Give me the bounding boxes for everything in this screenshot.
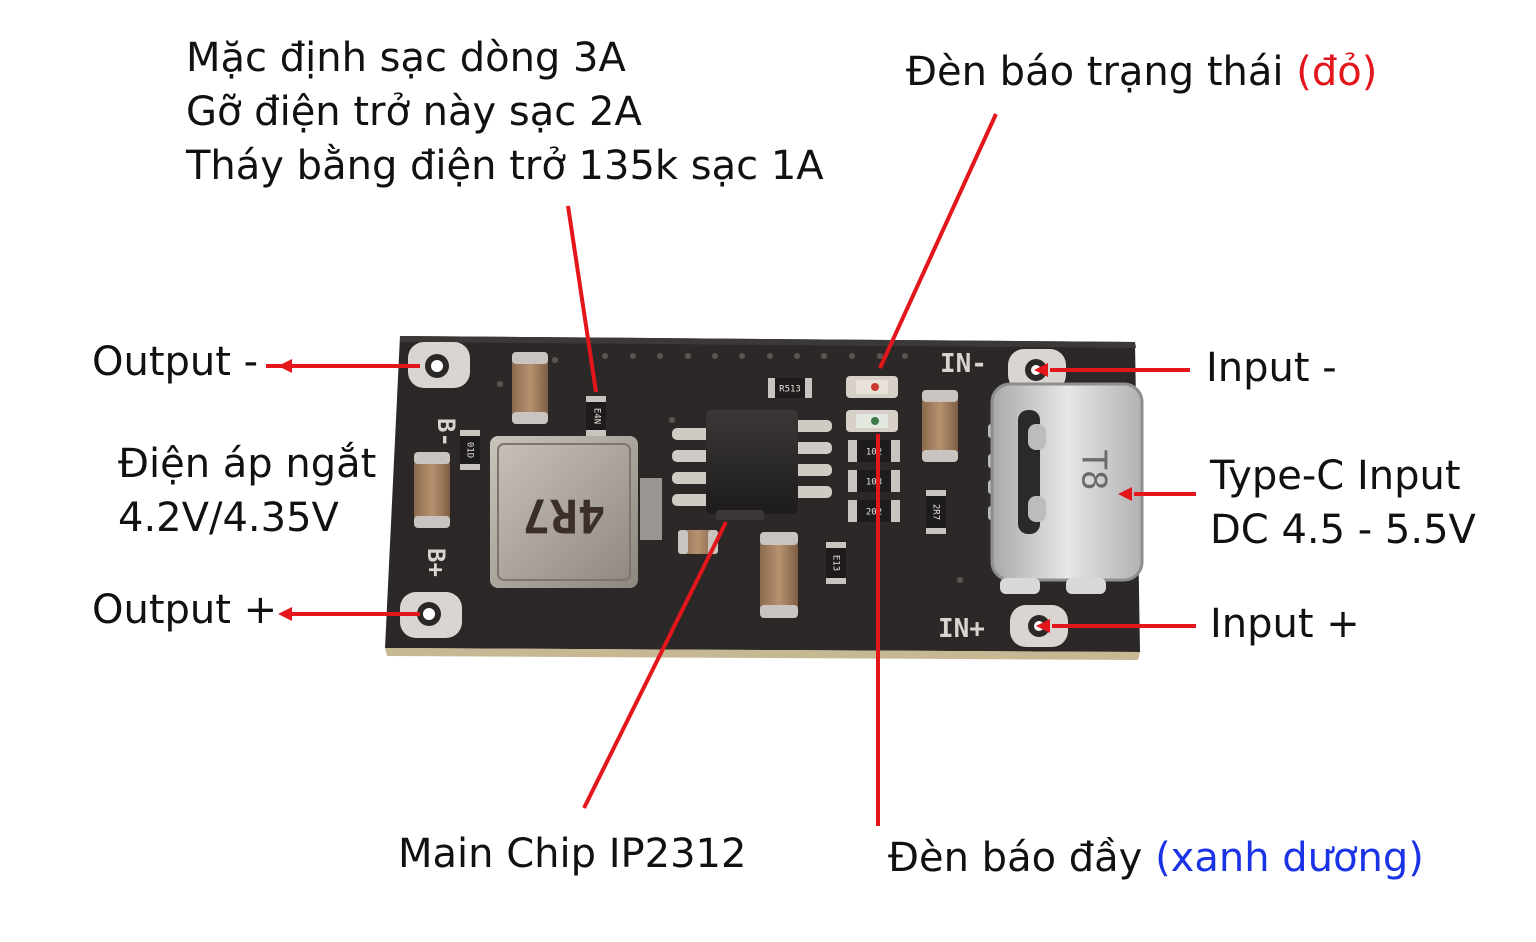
resistor-current-marking: E4N [592,408,602,424]
pointer-current-resistor [566,205,598,393]
full-led-label-text: Đèn báo đầy [888,835,1156,881]
pad-b-minus [408,342,470,388]
capacitor-small-bottom [678,530,718,554]
current-setting-line2: Gỡ điện trở này sạc 2A [186,89,642,135]
cutoff-voltage-line2: 4.2V/4.35V [118,495,339,541]
resistor-right: 2R7 [926,490,946,534]
arrowhead-output-minus [278,359,292,373]
input-plus-label: Input + [1210,601,1360,647]
full-led-label: Đèn báo đầy (xanh dương) [888,834,1424,883]
inductor-marking: 4R7 [522,489,605,543]
resistor-right-marking: 2R7 [931,504,941,520]
pad-b-plus [400,592,462,638]
typec-input-line1: Type-C Input [1210,453,1461,499]
typec-input-line2: DC 4.5 - 5.5V [1210,507,1476,553]
resistor-bottom: E13 [826,542,846,584]
silk-in-minus: IN- [940,349,987,379]
arrowhead-input-plus [1036,619,1050,633]
arrowhead-typec [1118,487,1132,501]
pointer-main-chip [582,521,728,809]
full-led-color: (xanh dương) [1155,835,1424,881]
current-setting-line1: Mặc định sạc dòng 3A [186,35,626,81]
resistor-103-marking: 103 [866,478,882,488]
pointer-status-led [878,113,998,369]
resistor-top-marking: E13 [831,555,841,571]
main-chip-label: Main Chip IP2312 [398,831,747,877]
silk-b-plus: B+ [422,548,450,577]
capacitor-bottom-mid [760,532,798,618]
input-minus-label: Input - [1206,345,1337,391]
capacitor-right [922,390,958,462]
silk-in-plus: IN+ [938,614,985,644]
usb-marking: T8 [1074,450,1114,491]
resistor-side: 01D [460,430,480,470]
main-chip-ic [672,410,832,520]
current-setting-line3: Tháy bằng điện trở 135k sạc 1A [186,143,824,189]
full-led [846,410,898,432]
inductor: 4R7 [490,436,662,588]
usb-type-c-connector: T8 [988,382,1144,594]
resistor-r513: R513 [768,378,812,398]
status-led-label-text: Đèn báo trạng thái [906,49,1297,95]
status-led-label: Đèn báo trạng thái (đỏ) [906,48,1377,97]
cutoff-voltage-line1: Điện áp ngắt [118,441,377,487]
resistor-side-marking: 01D [465,442,475,458]
resistor-current-set: E4N [586,396,606,436]
resistor-group: 102 103 202 [848,440,900,522]
arrowhead-output-plus [278,607,292,621]
resistor-202-marking: 202 [866,508,882,518]
pointer-lines [266,113,1196,826]
capacitor-left [414,452,450,528]
output-minus-label: Output - [92,339,259,385]
output-plus-label: Output + [92,587,278,633]
resistor-102-marking: 102 [866,448,882,458]
arrowhead-input-minus [1034,363,1048,377]
capacitor-top-left [512,352,548,424]
status-led [846,376,898,398]
silk-b-minus: B- [432,418,460,447]
resistor-r513-marking: R513 [779,385,801,395]
status-led-color: (đỏ) [1296,49,1378,95]
